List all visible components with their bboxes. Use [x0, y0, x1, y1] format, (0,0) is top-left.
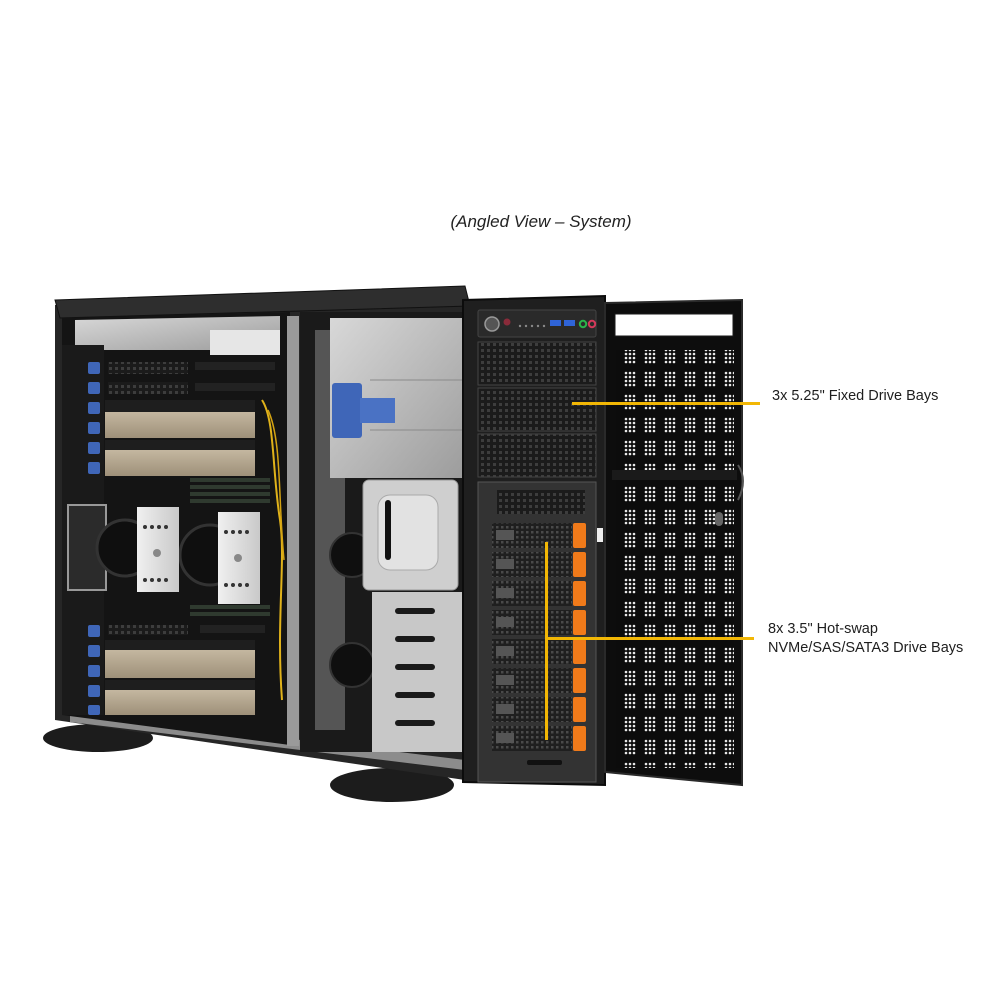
fixed-bays	[477, 341, 597, 478]
callout-line: 3x 5.25" Fixed Drive Bays	[772, 388, 939, 404]
cpu-heatsink-2	[218, 512, 260, 604]
door-lock-icon	[715, 512, 723, 526]
power-button-icon	[484, 316, 500, 332]
audio-mic-icon	[587, 319, 597, 329]
gpu-lower-1	[105, 640, 255, 678]
callout-fixed-drive-bays: 3x 5.25" Fixed Drive Bays	[772, 387, 938, 406]
blue-connector	[332, 383, 395, 438]
gpu-lower-2	[105, 680, 255, 715]
foot-rear	[43, 724, 153, 752]
center-divider	[287, 316, 299, 746]
leader-line-hotswap-vertical	[545, 542, 548, 740]
reset-button-icon	[503, 318, 511, 326]
callout-line: 8x 3.5" Hot-swap	[768, 621, 878, 637]
hotswap-trays	[492, 523, 586, 751]
audio-out-icon	[578, 319, 588, 329]
gpu-upper-2	[105, 440, 255, 476]
leader-line-hotswap-horizontal	[545, 637, 754, 640]
usb-port-icon	[564, 320, 575, 326]
door-window	[614, 313, 734, 337]
view-caption: (Angled View – System)	[450, 212, 632, 231]
lock-icon	[597, 528, 603, 542]
hdd-cage	[372, 592, 465, 752]
leader-line-fixed-bays	[572, 402, 760, 405]
blue-retention-clips	[88, 362, 100, 715]
callout-line: NVMe/SAS/SATA3 Drive Bays	[768, 640, 964, 656]
gpu-upper-1	[105, 400, 255, 438]
usb-port-icon	[550, 320, 561, 326]
cpu-heatsink-1	[137, 507, 179, 592]
callout-hotswap-drive-bays: 8x 3.5" Hot-swap NVMe/SAS/SATA3 Drive Ba…	[768, 620, 963, 658]
foot-front	[330, 768, 454, 802]
